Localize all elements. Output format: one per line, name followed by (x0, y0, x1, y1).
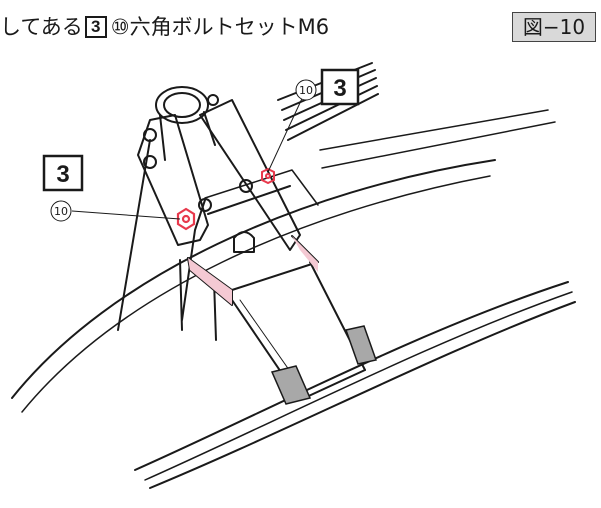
left-leg-outer (117, 139, 151, 331)
brace-line-2 (321, 121, 556, 169)
rubber-pad-right (345, 325, 377, 365)
callout-right-part-number: 10 (299, 84, 313, 97)
pink-accent-left (188, 258, 232, 305)
callout-right: 3 10 (295, 68, 360, 106)
hex-nut-highlight-left (176, 207, 196, 231)
seat-inner-arc (21, 175, 491, 413)
lower-arc-2 (144, 291, 573, 481)
clamp-strap-left (159, 114, 166, 161)
right-bracket-plate (199, 99, 301, 251)
bolt-head-top (207, 94, 219, 106)
callout-left-part-circle (50, 200, 72, 222)
brace-line-1 (319, 109, 549, 151)
caption-text-after: ⑩六角ボルトセットM6 (110, 15, 330, 39)
figure-label: 図−10 (512, 12, 596, 42)
callout-left-part-number: 10 (54, 205, 68, 218)
leader-line-left (71, 210, 181, 220)
callout-left-box-number: 3 (56, 161, 69, 188)
clamp-strap-right (203, 111, 216, 146)
tube-5 (287, 93, 379, 141)
callout-right-part-circle (295, 79, 317, 101)
lower-arc-3 (149, 301, 576, 489)
tube-4 (285, 85, 378, 131)
bolt-head-left-1 (143, 128, 157, 142)
stem-bottom-edge (299, 369, 366, 401)
instruction-caption: してある 3 ⑩六角ボルトセットM6 (0, 14, 329, 40)
leader-line-right (267, 91, 306, 173)
bolt-head-left-2 (143, 155, 157, 169)
callout-right-box-number: 3 (333, 75, 346, 102)
upper-frame-line-2 (207, 185, 291, 215)
caption-text-before: してある (0, 15, 83, 39)
bolt-head-mid (198, 198, 212, 212)
caption-box-number: 3 (84, 16, 107, 38)
callout-right-box (320, 68, 360, 106)
pink-accent-right (292, 236, 318, 272)
left-bracket-plate (137, 114, 209, 246)
hex-nut-highlight-right (261, 167, 275, 185)
callout-left-box (42, 154, 84, 192)
seat-outer-arc (11, 159, 496, 399)
vertical-strut-left (179, 259, 183, 331)
callout-left: 3 10 (42, 154, 84, 222)
acorn-nut (233, 231, 255, 253)
clamp-ring-outer (155, 86, 209, 124)
upper-frame-line-1 (204, 169, 319, 206)
lower-arc-1 (134, 281, 569, 471)
rubber-pad-left (270, 365, 312, 405)
clamp-ring-inner (163, 92, 201, 118)
